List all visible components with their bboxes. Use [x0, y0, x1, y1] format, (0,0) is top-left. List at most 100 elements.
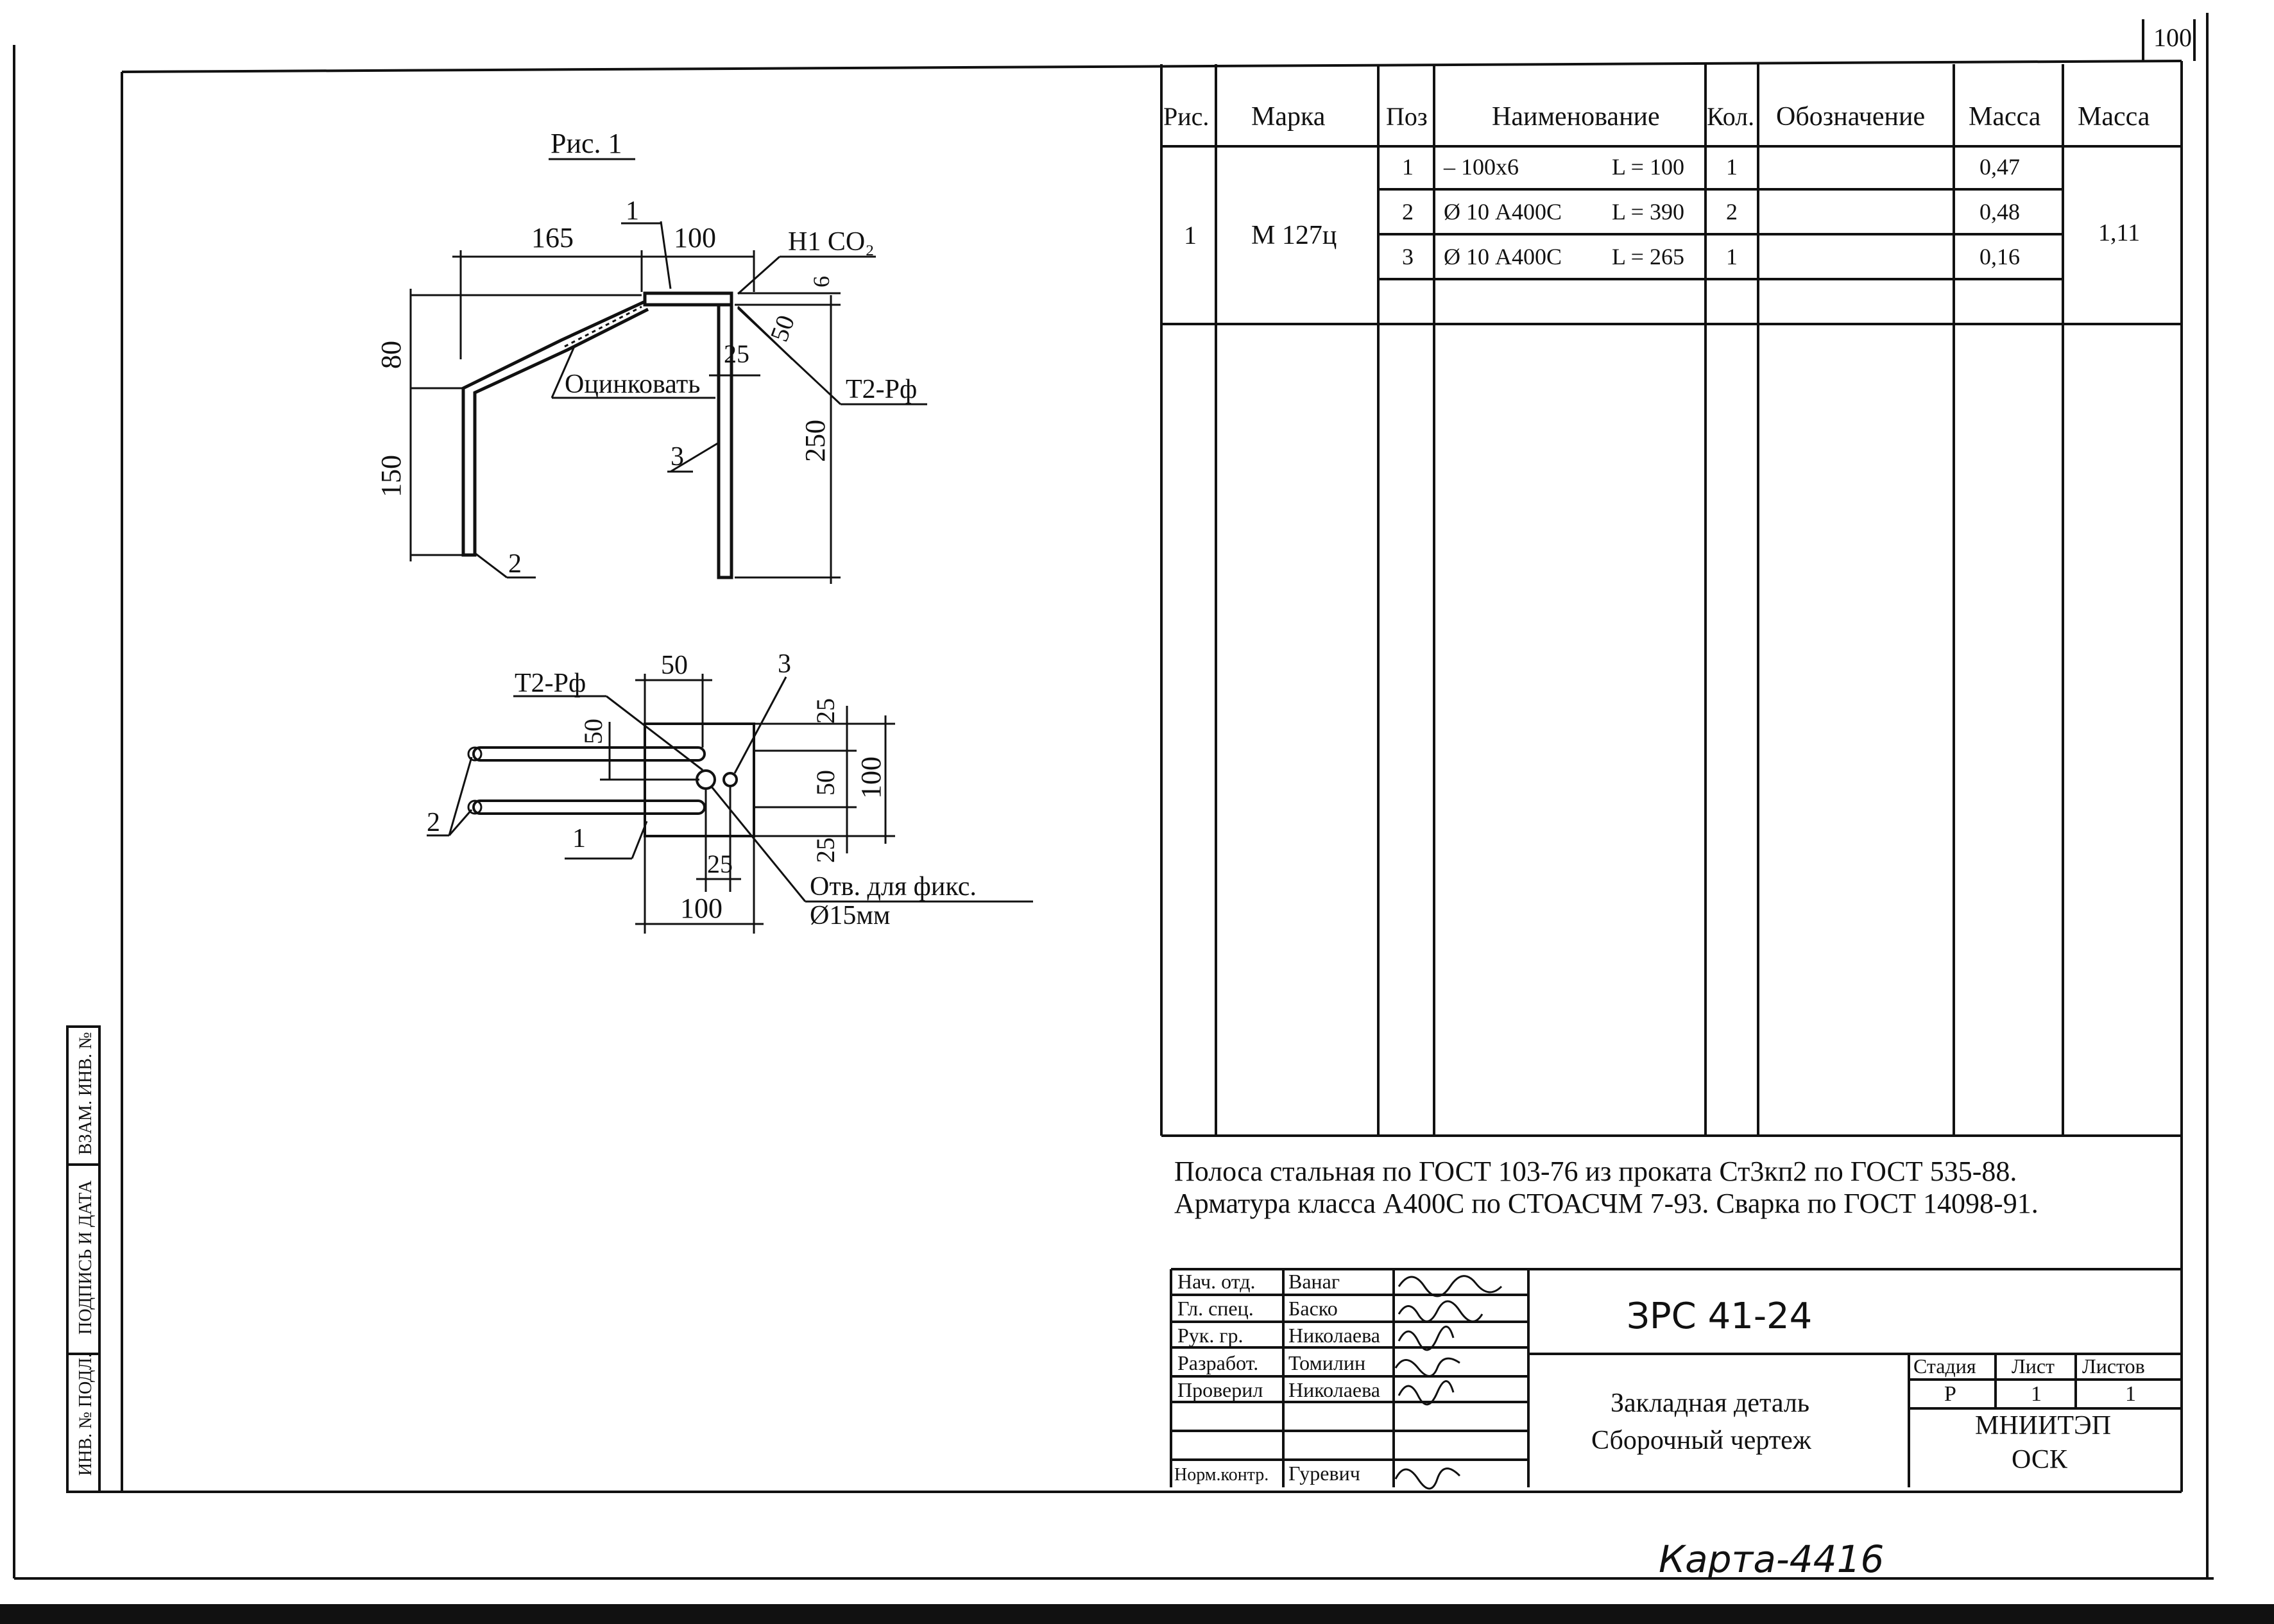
header-pos: Поз: [1386, 102, 1428, 131]
header-qty: Кол.: [1707, 102, 1754, 131]
straight-bar-pos3: [717, 303, 733, 579]
svg-text:Н1 CO₂: Н1 CO₂: [788, 227, 875, 257]
svg-text:Николаева: Николаева: [1288, 1324, 1380, 1347]
svg-text:3: 3: [671, 442, 684, 472]
header-fig: Рис.: [1163, 102, 1209, 131]
header-mass-total: Масса: [2078, 102, 2150, 132]
svg-text:80: 80: [375, 341, 407, 369]
note-line1: Полоса стальная по ГОСТ 103-76 из прокат…: [1174, 1156, 2017, 1187]
svg-text:25: 25: [811, 698, 840, 724]
organization-name: МНИИТЭП: [1975, 1411, 2111, 1440]
svg-text:0,47: 0,47: [1979, 154, 2020, 180]
svg-text:1: 1: [2125, 1382, 2136, 1406]
svg-text:100: 100: [680, 893, 722, 924]
svg-text:165: 165: [531, 222, 574, 253]
svg-text:25: 25: [724, 339, 749, 368]
drawing-title-line1: Закладная деталь: [1611, 1389, 1809, 1418]
svg-text:1: 1: [572, 824, 586, 853]
svg-text:Рук. гр.: Рук. гр.: [1177, 1324, 1243, 1347]
header-mark: Марка: [1251, 102, 1326, 132]
svg-text:Баско: Баско: [1288, 1297, 1338, 1320]
svg-text:0,48: 0,48: [1979, 199, 2020, 225]
sheet-corner-number: 100: [2153, 23, 2192, 52]
svg-text:Р: Р: [1944, 1382, 1956, 1406]
drawing-code: ЗРС 41-24: [1627, 1295, 1812, 1337]
svg-text:– 100х6: – 100х6: [1443, 154, 1519, 180]
svg-text:1: 1: [1726, 244, 1738, 269]
svg-text:Ø 10 А400С: Ø 10 А400С: [1444, 199, 1562, 225]
note-line2: Арматура класса А400С по СТОАСЧМ 7-93. С…: [1174, 1188, 2039, 1219]
title-block: Нач. отд. Ванаг Гл. спец. Баско Рук. гр.…: [1170, 1268, 2182, 1490]
svg-text:Гуревич: Гуревич: [1288, 1462, 1360, 1485]
svg-text:Ванаг: Ванаг: [1288, 1270, 1340, 1293]
svg-text:25: 25: [811, 837, 840, 863]
svg-text:50: 50: [811, 770, 840, 796]
bar-pos2-lower: [472, 799, 706, 815]
organization-dept: ОСК: [2012, 1445, 2068, 1474]
spec-table: Рис. Марка Поз Наименование Кол. Обознач…: [1160, 64, 2182, 1137]
svg-text:1: 1: [2031, 1382, 2042, 1406]
svg-text:100: 100: [855, 756, 887, 799]
header-name: Наименование: [1492, 102, 1660, 132]
svg-text:50: 50: [661, 651, 688, 680]
cell-total-mass: 1,11: [2098, 219, 2140, 246]
svg-text:L = 390: L = 390: [1612, 199, 1684, 225]
svg-text:1: 1: [626, 196, 639, 226]
svg-text:Т2-Рф: Т2-Рф: [846, 375, 917, 404]
svg-text:Листов: Листов: [2082, 1355, 2145, 1378]
cell-mark: М 127ц: [1251, 221, 1337, 250]
svg-text:150: 150: [375, 455, 407, 497]
signatures: [1394, 1275, 1503, 1490]
bar-pos2-upper: [472, 746, 706, 762]
plan-view: Т2-Рф 50 50 3 25 50 25 100 2 1: [427, 649, 1033, 934]
svg-text:Лист: Лист: [2012, 1355, 2055, 1378]
cell-fig: 1: [1184, 221, 1197, 250]
svg-text:100: 100: [674, 222, 716, 253]
svg-text:0,16: 0,16: [1979, 244, 2020, 269]
svg-text:2: 2: [1402, 199, 1414, 225]
svg-text:2: 2: [427, 808, 440, 837]
svg-text:2: 2: [1726, 199, 1738, 225]
side-stamp-box2: ПОДПИСЬ И ДАТА: [76, 1180, 96, 1335]
bent-bar-pos2: [461, 300, 649, 557]
svg-text:50: 50: [579, 719, 608, 744]
svg-text:3: 3: [778, 649, 791, 679]
bar-pos3-plan: [722, 772, 738, 787]
elevation-view: 165 100 1 Н1 CO₂ 6 80 150 250 50 25: [375, 196, 927, 584]
svg-text:Проверил: Проверил: [1177, 1378, 1263, 1401]
side-stamp-box3: ИНВ. № ПОДЛ.: [76, 1353, 96, 1476]
svg-text:Стадия: Стадия: [1913, 1355, 1976, 1378]
svg-text:Разработ.: Разработ.: [1177, 1351, 1258, 1374]
galvanize-note: Оцинковать: [565, 370, 700, 399]
svg-text:Томилин: Томилин: [1288, 1351, 1365, 1374]
header-designation: Обозначение: [1776, 102, 1925, 132]
svg-text:Т2-Рф: Т2-Рф: [515, 669, 586, 698]
svg-text:250: 250: [799, 420, 831, 462]
fixing-hole: [696, 769, 716, 790]
drawing-title-line2: Сборочный чертеж: [1591, 1426, 1812, 1455]
table-row: 3 Ø 10 А400С L = 265 1 0,16: [1402, 244, 2020, 269]
svg-text:1: 1: [1726, 154, 1738, 180]
svg-text:L = 100: L = 100: [1612, 154, 1684, 180]
bottom-handwriting: Карта-4416: [1659, 1537, 1884, 1581]
svg-text:Гл. спец.: Гл. спец.: [1177, 1297, 1254, 1320]
figure-title: Рис. 1: [551, 128, 622, 159]
table-row: 1 – 100х6 L = 100 1 0,47: [1402, 154, 2020, 180]
svg-text:L = 265: L = 265: [1612, 244, 1684, 269]
table-row: 2 Ø 10 А400С L = 390 2 0,48: [1402, 199, 2020, 225]
header-mass-unit: Масса: [1969, 102, 2041, 132]
svg-text:Нач. отд.: Нач. отд.: [1177, 1270, 1256, 1293]
hole-note: Отв. для фикс.: [810, 872, 977, 902]
svg-text:Ø 10 А400С: Ø 10 А400С: [1444, 244, 1562, 269]
svg-text:Норм.контр.: Норм.контр.: [1174, 1465, 1269, 1485]
svg-text:6: 6: [808, 276, 834, 287]
hole-size: Ø15мм: [810, 901, 891, 930]
plate-pos1-elevation: [643, 291, 733, 307]
bottom-black-strip: [0, 1604, 2274, 1624]
svg-text:2: 2: [508, 549, 522, 579]
svg-text:25: 25: [707, 850, 733, 878]
sheet-frame: [13, 13, 2214, 1580]
svg-text:1: 1: [1402, 154, 1414, 180]
svg-text:Николаева: Николаева: [1288, 1378, 1380, 1401]
